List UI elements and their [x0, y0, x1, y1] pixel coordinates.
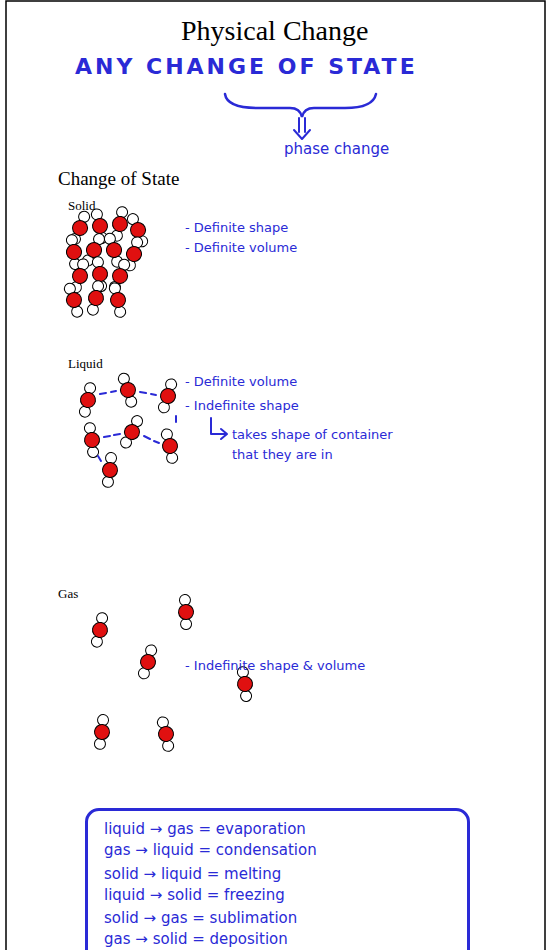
state-label: Gas [58, 586, 78, 602]
transition-text: liquid → gas = evaporation [104, 821, 306, 838]
brace [225, 94, 376, 117]
transition-text: liquid → solid = freezing [104, 887, 285, 904]
liquid-molecules [78, 371, 182, 488]
handwritten-note: takes shape of container that they are i… [232, 425, 402, 465]
section-label: Change of State [58, 168, 179, 191]
state-label: Solid [68, 198, 95, 214]
hook-arrow [211, 418, 227, 439]
handwritten-note: - Definite volume [185, 240, 297, 256]
slide-frame [6, 1, 545, 950]
transition-box: liquid → gas = evaporation gas → liquid =… [85, 808, 470, 950]
solid-molecules [61, 205, 152, 319]
transition-text: gas → solid = deposition [104, 931, 288, 948]
handwritten-note: - Indefinite shape [185, 398, 299, 414]
handwritten-heading: ANY CHANGE OF STATE [75, 54, 418, 80]
transition-text: solid → gas = sublimation [104, 910, 297, 927]
down-arrow [294, 118, 310, 139]
transition-text: solid → liquid = melting [104, 866, 281, 883]
handwritten-note: - Definite shape [185, 220, 288, 236]
intermolecular-dashes [98, 391, 176, 461]
handwritten-note: - Definite volume [185, 374, 297, 390]
handwritten-note: phase change [284, 140, 389, 158]
transition-text: gas → liquid = condensation [104, 842, 317, 859]
slide-title: Physical Change [181, 14, 368, 48]
gas-molecules [90, 594, 256, 753]
handwritten-note: - Indefinite shape & volume [185, 658, 365, 674]
state-label: Liquid [68, 356, 103, 372]
